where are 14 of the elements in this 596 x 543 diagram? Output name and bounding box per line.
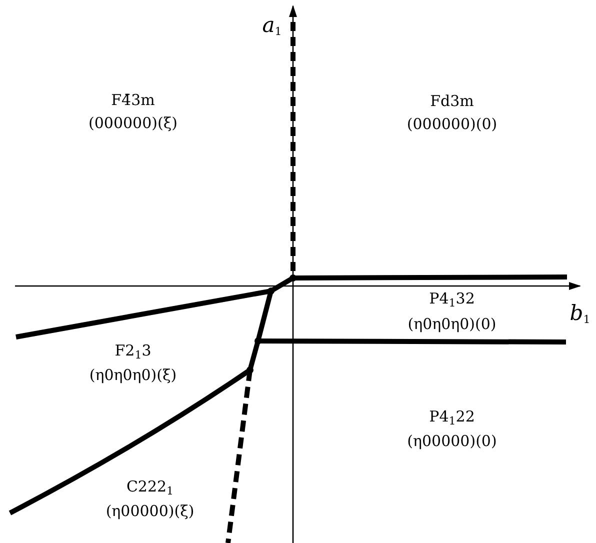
order-parameter-label: (η00000)(0): [407, 432, 497, 450]
phase-label: P4$_{1}$22: [429, 408, 475, 428]
axis-label: a$_{1}$: [262, 14, 282, 38]
order-parameter-label: (η0η0η0)(ξ): [89, 366, 177, 384]
order-parameter-label: (000000)(ξ): [88, 114, 178, 132]
phase-label: F2$_{1}$3: [114, 342, 152, 362]
phase-label: C222$_{1}$: [126, 478, 174, 498]
phase-label: F4̄3m: [111, 92, 155, 108]
order-parameter-label: (η0η0η0)(0): [408, 316, 496, 332]
order-parameter-label: (η00000)(ξ): [106, 502, 194, 520]
phase-label: Fd3m: [430, 92, 474, 110]
order-parameter-label: (000000)(0): [406, 116, 498, 132]
axis-label: b$_{1}$: [570, 302, 590, 326]
phase-label: P4$_{1}$32: [429, 290, 475, 310]
